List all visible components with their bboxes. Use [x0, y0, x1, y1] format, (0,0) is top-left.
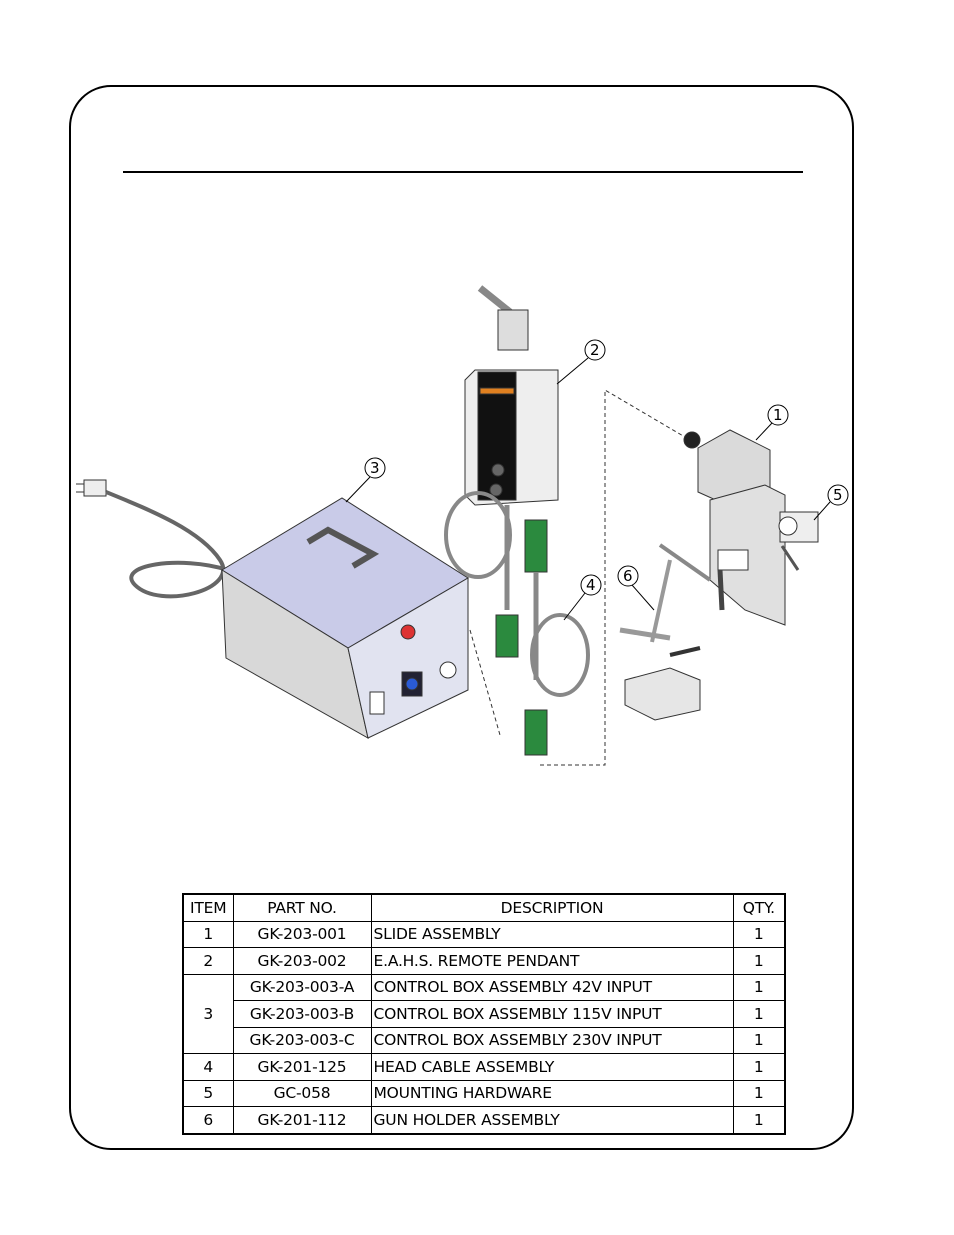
- table-row: 5 GC-058 MOUNTING HARDWARE 1: [182, 1079, 786, 1107]
- callout-2: 2: [556, 339, 606, 385]
- table-header-row: ITEM PART NO. DESCRIPTION QTY.: [182, 893, 786, 922]
- callout-4: 4: [563, 574, 602, 621]
- part-number: GK-203-003-B: [232, 1000, 372, 1028]
- part-number: GC-058: [232, 1079, 372, 1107]
- header-item: ITEM: [182, 893, 234, 922]
- description: GUN HOLDER ASSEMBLY: [370, 1106, 734, 1134]
- mounting-hardware: [778, 511, 819, 571]
- bill-of-materials-table: ITEM PART NO. DESCRIPTION QTY. 1 GK-203-…: [182, 893, 786, 1135]
- gun-holder: [619, 543, 712, 721]
- item-number: 1: [182, 920, 234, 948]
- part-number: GK-201-112: [232, 1106, 372, 1134]
- power-cord: [105, 490, 229, 599]
- part-number: GK-203-002: [232, 947, 372, 975]
- table-row: GK-203-003-C CONTROL BOX ASSEMBLY 230V I…: [183, 1026, 786, 1054]
- description: MOUNTING HARDWARE: [370, 1079, 734, 1107]
- quantity: 1: [732, 947, 786, 975]
- description: SLIDE ASSEMBLY: [370, 920, 734, 948]
- item-number: 3: [182, 973, 234, 1054]
- table-row: 2 GK-203-002 E.A.H.S. REMOTE PENDANT 1: [182, 947, 786, 975]
- item-number: 4: [182, 1053, 234, 1081]
- part-number: GK-203-003-C: [232, 1026, 372, 1054]
- callout-number: 2: [590, 341, 600, 359]
- part-number: GK-201-125: [232, 1053, 372, 1081]
- callout-number: 4: [586, 576, 596, 594]
- callout-1: 1: [755, 404, 789, 441]
- description: CONTROL BOX ASSEMBLY 42V INPUT: [370, 973, 734, 1001]
- quantity: 1: [732, 973, 786, 1001]
- part-number: GK-203-001: [232, 920, 372, 948]
- description: CONTROL BOX ASSEMBLY 115V INPUT: [370, 1000, 734, 1028]
- callout-number: 5: [833, 486, 843, 504]
- head-cable: [444, 491, 590, 756]
- callout-6: 6: [617, 565, 655, 611]
- quantity: 1: [732, 1026, 786, 1054]
- item-number: 6: [182, 1106, 234, 1134]
- part-number: GK-203-003-A: [232, 973, 372, 1001]
- callout-number: 3: [370, 459, 380, 477]
- table-row: 6 GK-201-112 GUN HOLDER ASSEMBLY 1: [182, 1106, 786, 1134]
- table-row: 1 GK-203-001 SLIDE ASSEMBLY 1: [182, 920, 786, 948]
- quantity: 1: [732, 1079, 786, 1107]
- slide-assembly: [683, 429, 786, 626]
- item-number: 5: [182, 1079, 234, 1107]
- remote-pendant: [464, 285, 559, 506]
- header-part-no: PART NO.: [232, 893, 372, 922]
- quantity: 1: [732, 1000, 786, 1028]
- power-plug: [76, 479, 107, 497]
- callout-5: 5: [813, 484, 849, 521]
- description: HEAD CABLE ASSEMBLY: [370, 1053, 734, 1081]
- quantity: 1: [732, 1053, 786, 1081]
- table-row: 3 GK-203-003-A CONTROL BOX ASSEMBLY 42V …: [182, 973, 786, 1054]
- page-border: [69, 85, 854, 1150]
- header-qty: QTY.: [732, 893, 786, 922]
- table-row: 4 GK-201-125 HEAD CABLE ASSEMBLY 1: [182, 1053, 786, 1081]
- item-number: 2: [182, 947, 234, 975]
- quantity: 1: [732, 920, 786, 948]
- table-row: GK-203-003-B CONTROL BOX ASSEMBLY 115V I…: [183, 1000, 786, 1028]
- title-rule: [123, 171, 803, 173]
- callout-3: 3: [345, 457, 386, 503]
- description: E.A.H.S. REMOTE PENDANT: [370, 947, 734, 975]
- callout-number: 6: [623, 567, 633, 585]
- control-box: [221, 497, 469, 739]
- callout-number: 1: [773, 406, 783, 424]
- exploded-assembly-drawing: 1 2 3 4 5 6: [76, 285, 849, 766]
- header-description: DESCRIPTION: [370, 893, 734, 922]
- quantity: 1: [732, 1106, 786, 1134]
- description: CONTROL BOX ASSEMBLY 230V INPUT: [370, 1026, 734, 1054]
